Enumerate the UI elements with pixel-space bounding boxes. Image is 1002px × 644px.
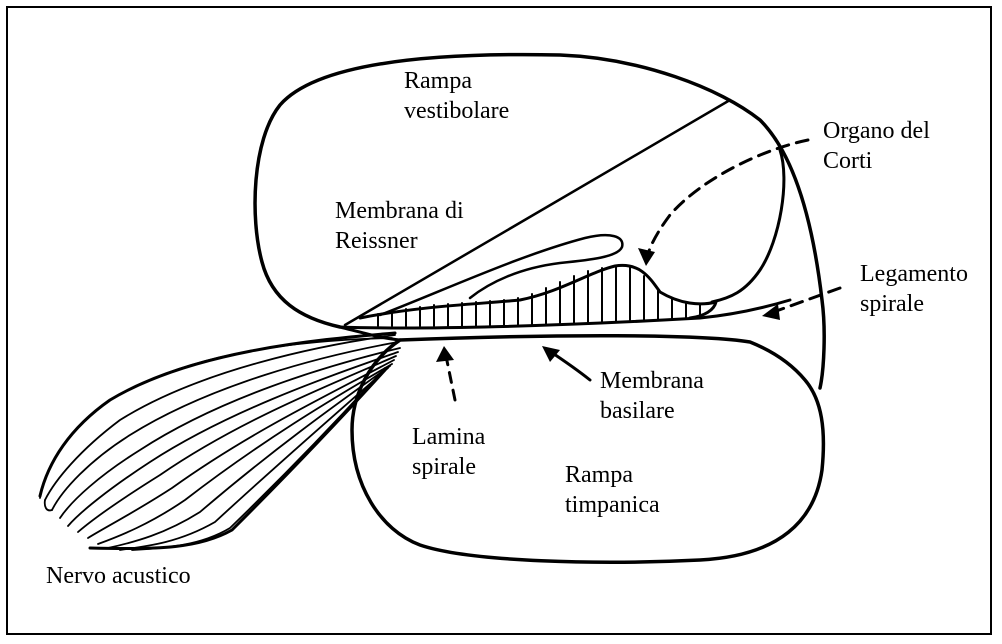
label-organo-del-corti: Organo del Corti bbox=[823, 116, 930, 176]
label-nervo-acustico: Nervo acustico bbox=[46, 561, 191, 591]
label-legamento-spirale: Legamento spirale bbox=[860, 259, 968, 319]
arrow-legamento-spirale bbox=[768, 288, 840, 314]
label-membrana-basilare: Membrana basilare bbox=[600, 366, 704, 426]
label-membrana-di-reissner: Membrana di Reissner bbox=[335, 196, 464, 256]
label-rampa-timpanica: Rampa timpanica bbox=[565, 460, 660, 520]
label-lamina-spirale: Lamina spirale bbox=[412, 422, 485, 482]
corti-organ-surface bbox=[360, 265, 716, 318]
arrow-lamina-spirale bbox=[446, 356, 455, 400]
arrowheads bbox=[436, 248, 780, 362]
label-rampa-vestibolare: Rampa vestibolare bbox=[404, 66, 509, 126]
arrows bbox=[446, 140, 840, 400]
acoustic-nerve-fibers bbox=[40, 335, 400, 550]
